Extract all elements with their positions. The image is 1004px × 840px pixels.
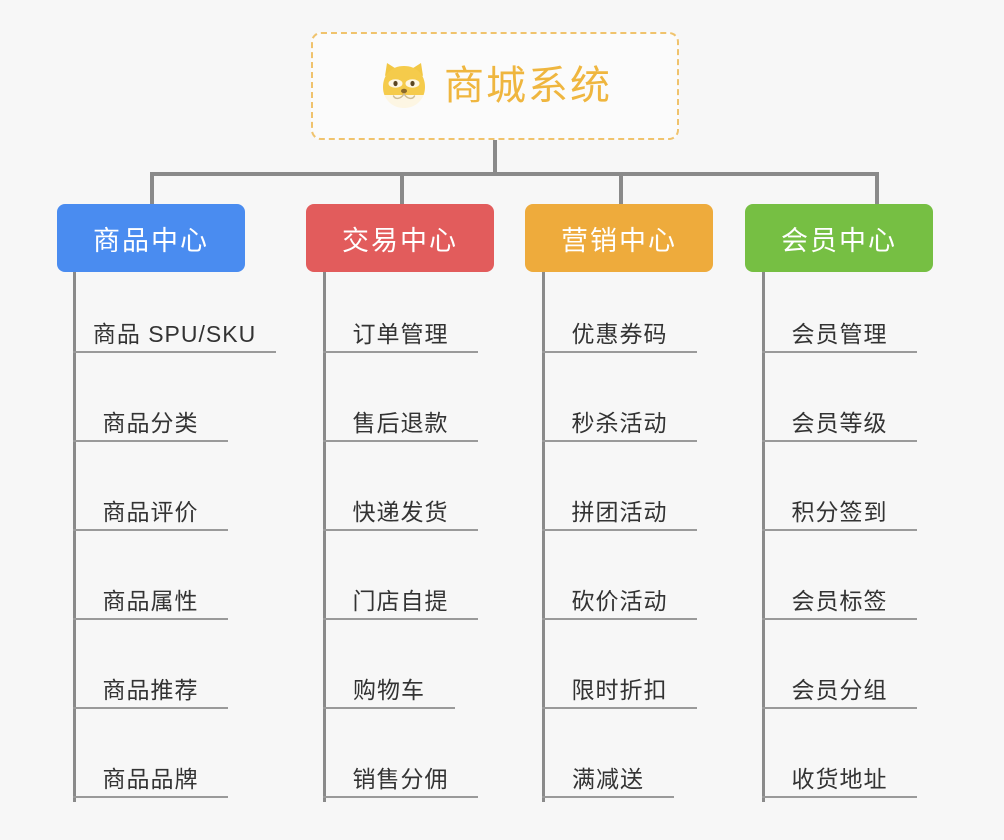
leaf-item[interactable]: 商品分类 bbox=[73, 396, 228, 442]
connector-root-stem bbox=[493, 140, 497, 176]
column-spine-trade-center bbox=[323, 272, 326, 802]
shiba-dog-face-icon bbox=[378, 60, 430, 112]
category-label: 交易中心 bbox=[342, 225, 458, 256]
column-spine-marketing-center bbox=[542, 272, 545, 802]
root-title: 商城系统 bbox=[444, 64, 612, 108]
leaf-item[interactable]: 砍价活动 bbox=[542, 574, 697, 620]
leaf-label: 砍价活动 bbox=[571, 587, 668, 614]
leaf-item[interactable]: 商品品牌 bbox=[73, 752, 228, 798]
leaf-label: 积分签到 bbox=[791, 498, 888, 525]
leaf-item[interactable]: 会员标签 bbox=[762, 574, 917, 620]
leaf-label: 会员标签 bbox=[791, 587, 888, 614]
leaf-label: 销售分佣 bbox=[352, 765, 449, 792]
leaf-item[interactable]: 商品 SPU/SKU bbox=[73, 307, 276, 353]
leaf-item[interactable]: 收货地址 bbox=[762, 752, 917, 798]
leaf-label: 门店自提 bbox=[352, 587, 449, 614]
leaf-label: 售后退款 bbox=[352, 409, 449, 436]
leaf-item[interactable]: 快递发货 bbox=[323, 485, 478, 531]
category-label: 会员中心 bbox=[781, 225, 897, 256]
leaf-item[interactable]: 会员等级 bbox=[762, 396, 917, 442]
leaf-item[interactable]: 会员管理 bbox=[762, 307, 917, 353]
leaf-label: 会员管理 bbox=[791, 320, 888, 347]
leaf-label: 商品评价 bbox=[102, 498, 199, 525]
leaf-label: 优惠券码 bbox=[571, 320, 668, 347]
leaf-item[interactable]: 售后退款 bbox=[323, 396, 478, 442]
leaf-item[interactable]: 限时折扣 bbox=[542, 663, 697, 709]
leaf-label: 秒杀活动 bbox=[571, 409, 668, 436]
column-spine-product-center bbox=[73, 272, 76, 802]
root-node-card[interactable]: 商城系统 bbox=[311, 32, 679, 140]
leaf-item[interactable]: 订单管理 bbox=[323, 307, 478, 353]
column-spine-member-center bbox=[762, 272, 765, 802]
connector-drop-member-center bbox=[875, 172, 879, 206]
leaf-label: 满减送 bbox=[572, 765, 644, 792]
leaf-label: 商品品牌 bbox=[102, 765, 199, 792]
leaf-label: 拼团活动 bbox=[571, 498, 668, 525]
leaf-label: 商品 SPU/SKU bbox=[92, 320, 257, 347]
leaf-label: 商品属性 bbox=[102, 587, 199, 614]
connector-drop-marketing-center bbox=[619, 172, 623, 206]
leaf-item[interactable]: 商品推荐 bbox=[73, 663, 228, 709]
leaf-item[interactable]: 积分签到 bbox=[762, 485, 917, 531]
category-box-product-center[interactable]: 商品中心 bbox=[57, 204, 245, 272]
category-label: 商品中心 bbox=[93, 225, 209, 256]
leaf-label: 商品推荐 bbox=[102, 676, 199, 703]
leaf-label: 商品分类 bbox=[102, 409, 199, 436]
leaf-item[interactable]: 拼团活动 bbox=[542, 485, 697, 531]
category-label: 营销中心 bbox=[561, 225, 677, 256]
leaf-label: 收货地址 bbox=[791, 765, 888, 792]
leaf-label: 订单管理 bbox=[352, 320, 449, 347]
leaf-item[interactable]: 商品属性 bbox=[73, 574, 228, 620]
leaf-label: 购物车 bbox=[353, 676, 425, 703]
leaf-item[interactable]: 会员分组 bbox=[762, 663, 917, 709]
leaf-item[interactable]: 商品评价 bbox=[73, 485, 228, 531]
leaf-item[interactable]: 秒杀活动 bbox=[542, 396, 697, 442]
leaf-item[interactable]: 门店自提 bbox=[323, 574, 478, 620]
connector-horizontal-bus bbox=[150, 172, 879, 176]
leaf-label: 会员分组 bbox=[791, 676, 888, 703]
leaf-label: 会员等级 bbox=[791, 409, 888, 436]
leaf-item[interactable]: 满减送 bbox=[542, 752, 674, 798]
category-box-trade-center[interactable]: 交易中心 bbox=[306, 204, 494, 272]
leaf-item[interactable]: 销售分佣 bbox=[323, 752, 478, 798]
leaf-label: 限时折扣 bbox=[571, 676, 668, 703]
leaf-label: 快递发货 bbox=[352, 498, 449, 525]
leaf-item[interactable]: 购物车 bbox=[323, 663, 455, 709]
category-box-marketing-center[interactable]: 营销中心 bbox=[525, 204, 713, 272]
connector-drop-product-center bbox=[150, 172, 154, 206]
category-box-member-center[interactable]: 会员中心 bbox=[745, 204, 933, 272]
connector-drop-trade-center bbox=[400, 172, 404, 206]
leaf-item[interactable]: 优惠券码 bbox=[542, 307, 697, 353]
